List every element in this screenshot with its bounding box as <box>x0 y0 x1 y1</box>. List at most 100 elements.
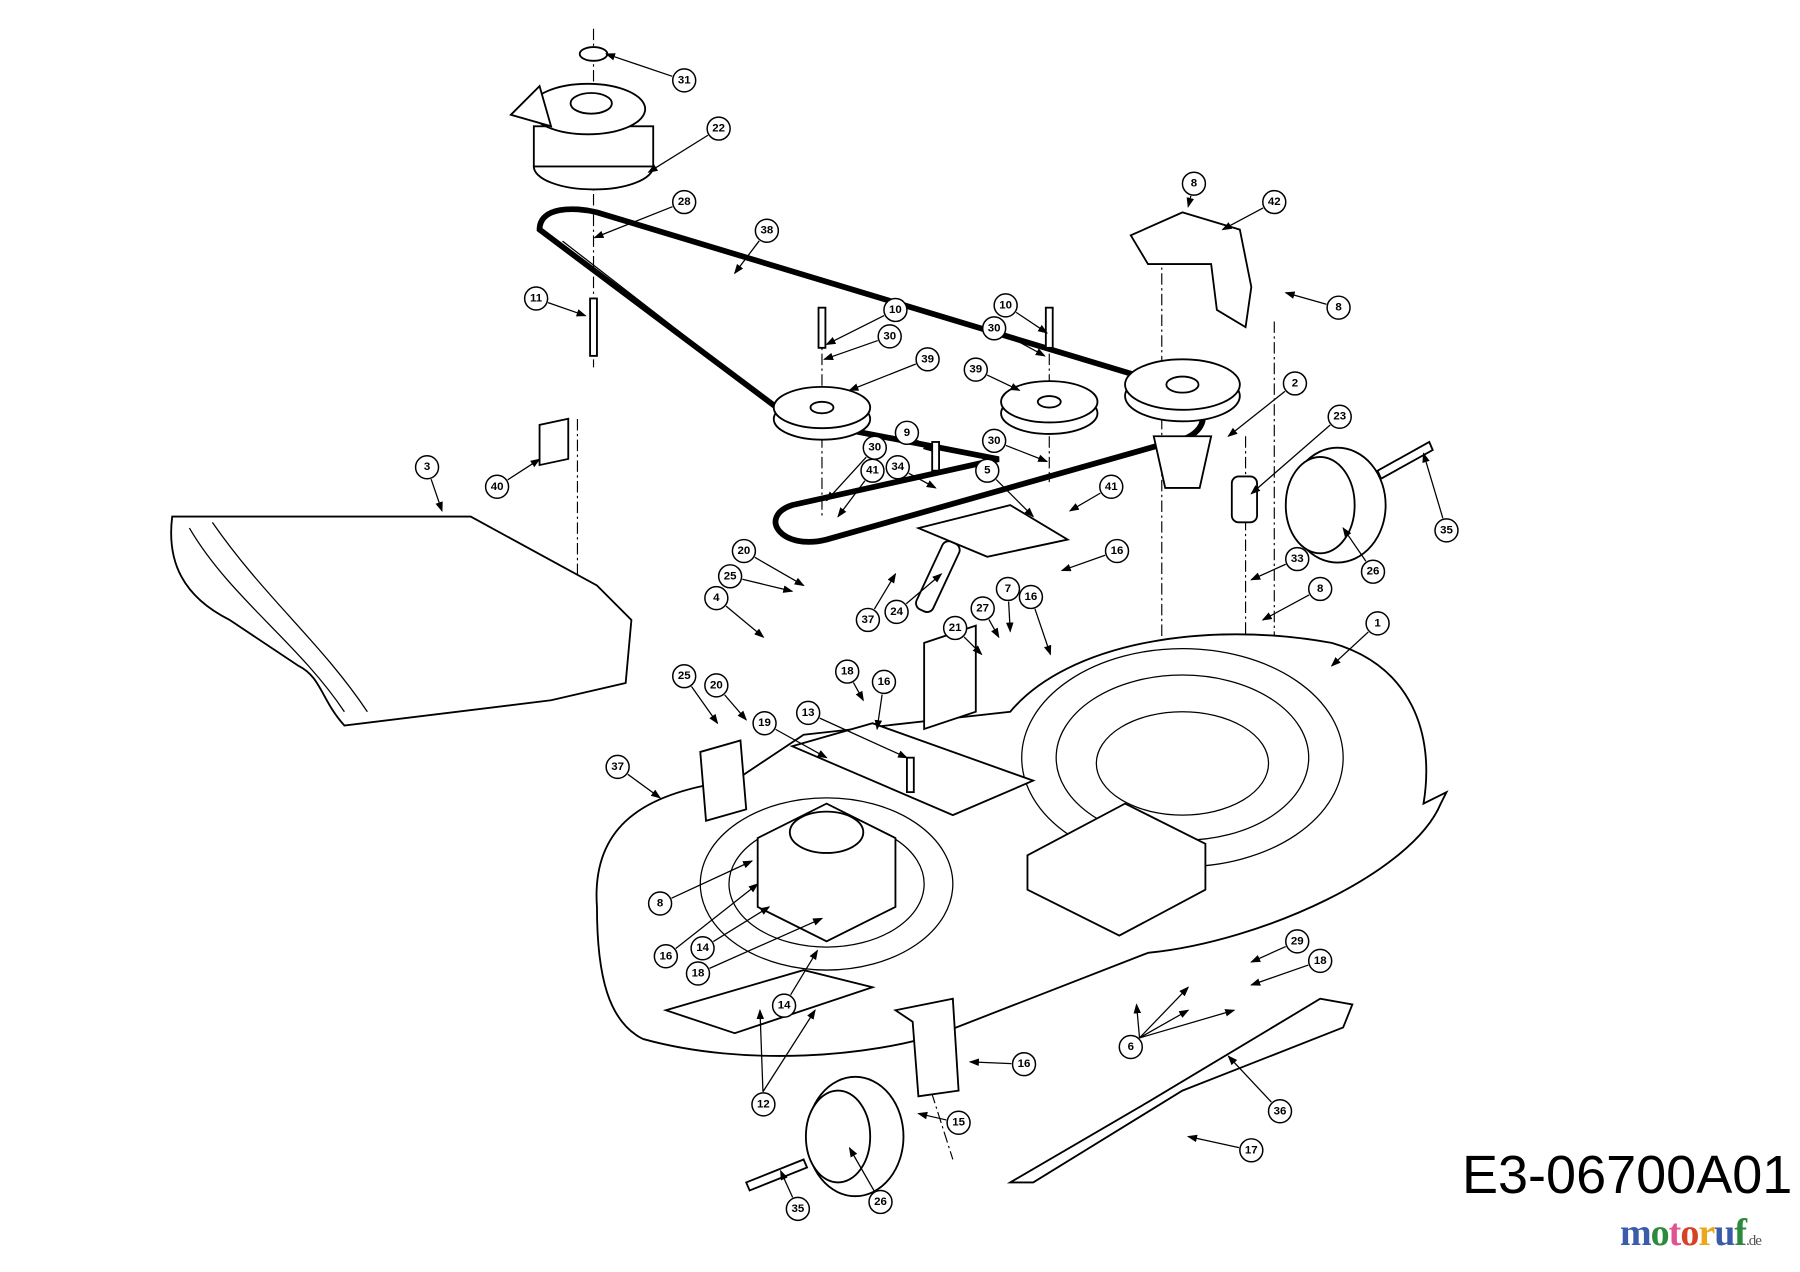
callout-label: 28 <box>678 196 691 208</box>
callout-label: 38 <box>760 225 773 237</box>
callout-circle <box>653 944 679 969</box>
callout-label: 6 <box>1128 1041 1134 1053</box>
callout-label: 20 <box>738 545 751 557</box>
leader-line <box>724 694 748 721</box>
callout-label: 30 <box>868 442 881 454</box>
watermark-brand: motoruf <box>1620 1212 1747 1254</box>
callout-circle <box>993 293 1018 318</box>
callout-28: 28 <box>593 189 697 239</box>
callout-label: 8 <box>1191 178 1198 190</box>
callout-label: 5 <box>984 465 991 477</box>
callout-label: 39 <box>921 353 934 365</box>
callout-label: 13 <box>802 707 815 719</box>
leader-line <box>873 572 897 610</box>
callout-24: 24 <box>884 573 943 625</box>
callout-30: 30 <box>823 324 902 360</box>
callout-label: 1 <box>1374 617 1381 629</box>
callout-label: 40 <box>491 481 504 493</box>
leader-line <box>1250 945 1286 963</box>
callout-circle <box>885 455 910 480</box>
callout-label: 4 <box>713 592 720 604</box>
spindle-pulley <box>1124 358 1241 489</box>
callout-5: 5 <box>975 458 1035 518</box>
callout-22: 22 <box>647 116 731 173</box>
callout-label: 10 <box>999 299 1012 311</box>
callout-circle <box>751 1092 776 1117</box>
callout-8: 8 <box>1181 171 1207 208</box>
leader-line <box>968 1058 1012 1067</box>
callout-circle <box>1262 189 1287 215</box>
callout-20: 20 <box>704 673 748 721</box>
idler-pulley-left <box>772 385 872 441</box>
callout-7: 7 <box>995 576 1021 633</box>
callout-circle <box>771 993 797 1018</box>
callout-label: 24 <box>890 606 903 618</box>
callout-label: 18 <box>692 968 705 980</box>
callout-circle <box>834 659 860 684</box>
callout-17: 17 <box>1186 1134 1264 1163</box>
callout-circle <box>981 428 1007 454</box>
callout-circle <box>1326 295 1351 320</box>
electric-clutch <box>509 82 655 191</box>
leader-line <box>733 240 760 275</box>
callout-36: 36 <box>1227 1055 1293 1124</box>
callout-26: 26 <box>1342 527 1386 584</box>
callout-label: 16 <box>1018 1058 1031 1070</box>
callout-label: 18 <box>1314 955 1327 967</box>
leader-line <box>647 134 709 173</box>
leader-line <box>988 619 1000 639</box>
callout-circle <box>1285 929 1310 954</box>
callout-circle <box>690 936 715 961</box>
callout-label: 30 <box>988 435 1001 447</box>
callout-circle <box>860 458 885 483</box>
callout-3: 3 <box>414 455 443 513</box>
leader-line <box>1139 1009 1236 1039</box>
leader-line <box>1250 563 1286 581</box>
leader-line <box>848 363 917 391</box>
callout-39: 39 <box>963 357 1021 391</box>
callout-circle <box>484 474 510 499</box>
callout-circle <box>1285 546 1310 572</box>
leader-line <box>908 472 937 489</box>
leader-line <box>837 480 866 518</box>
leader-line <box>1342 527 1367 562</box>
leader-line <box>1221 207 1264 231</box>
belt-guard-bracket <box>1129 211 1253 329</box>
leader-line <box>507 458 541 481</box>
leader-line <box>1005 444 1049 463</box>
callout-circle <box>1011 1051 1037 1077</box>
baffle <box>893 997 960 1098</box>
leader-line <box>874 694 883 731</box>
callout-circle <box>946 1110 971 1135</box>
callout-41: 41 <box>837 458 885 518</box>
callout-label: 8 <box>657 897 664 909</box>
callout-circle <box>942 615 968 641</box>
callout-circle <box>671 68 697 93</box>
callout-circle <box>1360 559 1386 584</box>
gauge-wheel-left <box>804 1075 905 1198</box>
callout-circle <box>717 564 743 589</box>
callout-label: 34 <box>891 461 904 473</box>
leader-line <box>671 860 754 899</box>
callout-label: 19 <box>758 717 771 729</box>
callout-label: 9 <box>904 427 910 439</box>
callout-21: 21 <box>942 615 983 656</box>
leader-line <box>1250 424 1331 495</box>
callout-label: 14 <box>696 942 709 954</box>
callout-label: 36 <box>1274 1105 1287 1117</box>
callout-18: 18 <box>834 659 864 702</box>
callout-1: 1 <box>1330 611 1390 667</box>
callout-circle <box>1267 1099 1293 1124</box>
leader-line <box>604 53 673 77</box>
leader-line <box>986 374 1021 391</box>
callout-label: 17 <box>1245 1144 1258 1156</box>
callout-33: 33 <box>1250 546 1310 581</box>
callout-20: 20 <box>731 538 805 587</box>
axle-bolt-left <box>744 1158 809 1192</box>
callout-label: 16 <box>1025 591 1038 603</box>
callout-35: 35 <box>1422 452 1459 543</box>
callout-label: 35 <box>1440 524 1453 536</box>
callout-circle <box>1365 611 1390 636</box>
callout-11: 11 <box>523 286 587 317</box>
